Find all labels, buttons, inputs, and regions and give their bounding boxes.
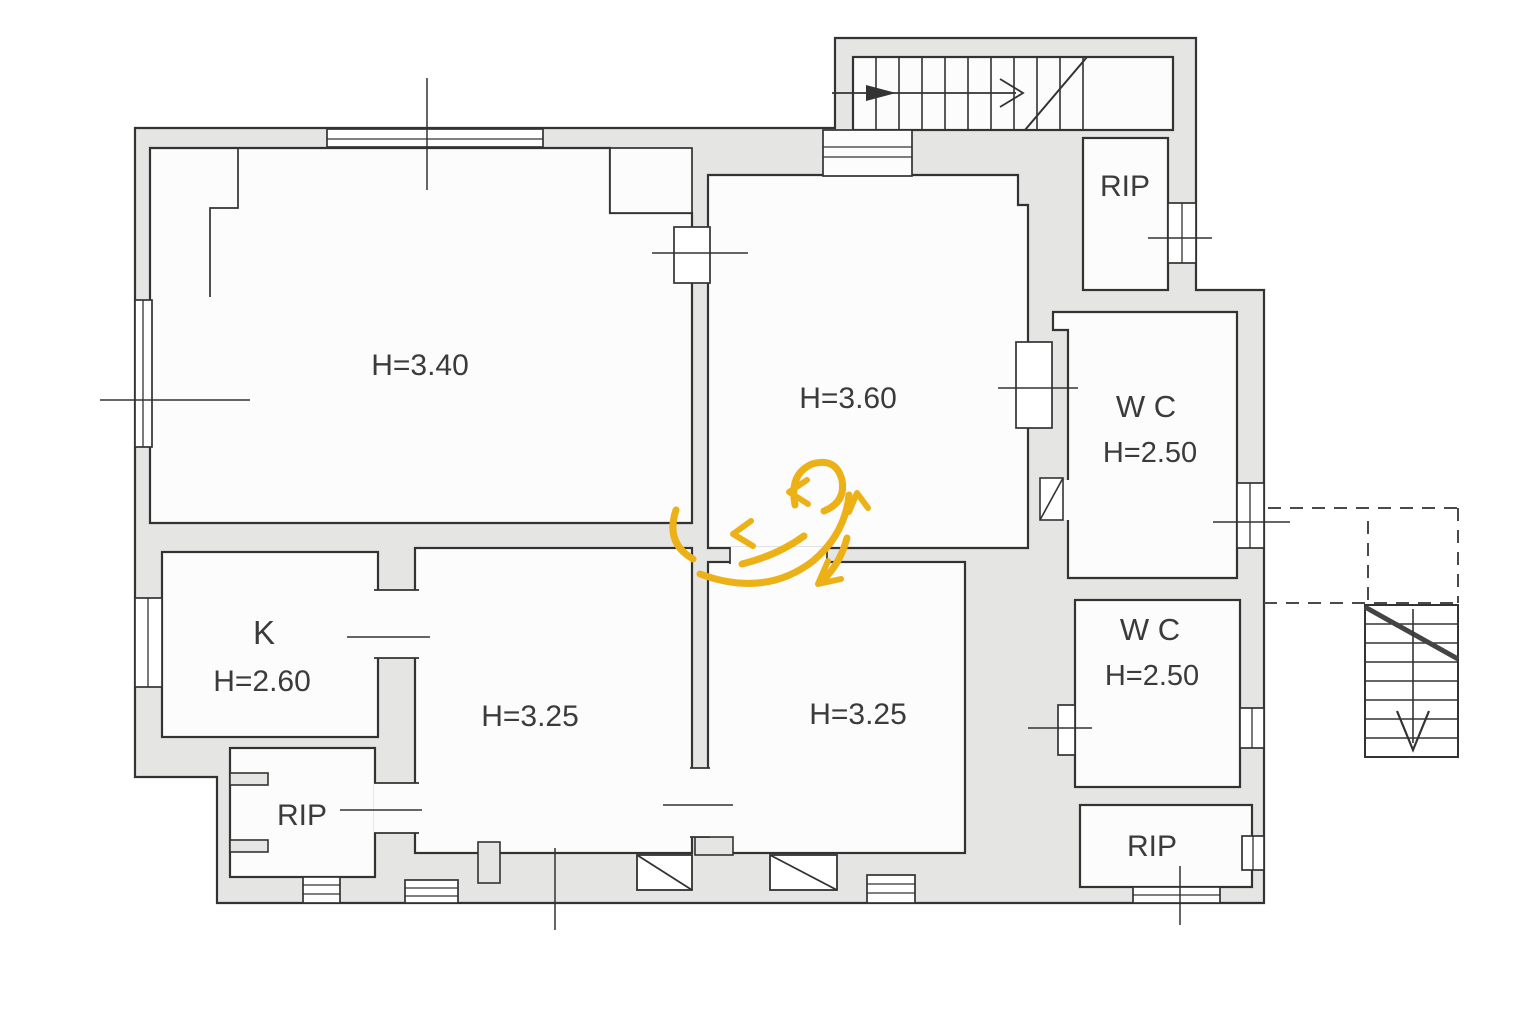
stair-right-diagonal: [1363, 604, 1460, 662]
scribble-down-stroke: [819, 534, 851, 584]
window-left-living: [134, 299, 153, 448]
stair-right-arrow: [1395, 710, 1431, 753]
window-bottom-2: [404, 879, 459, 904]
room-bottom-right: [706, 560, 967, 855]
label-wc-bottom: W C: [1120, 612, 1180, 647]
room-living-step-lines: [209, 148, 239, 297]
window-bottom-3: [866, 874, 916, 904]
label-storage-bottom-left: RIP: [277, 799, 327, 832]
scribble-arc-left: [669, 506, 697, 563]
windows: [134, 128, 1265, 904]
stair-arrow-head: [866, 85, 896, 101]
staircase-right: [1264, 507, 1460, 758]
door-between-bottom-rooms: [690, 767, 710, 838]
label-kitchen-height: H=2.60: [213, 665, 311, 698]
label-room-bottom-right-height: H=3.25: [809, 698, 907, 731]
storage-wall-tab-upper: [229, 772, 269, 786]
window-wc-top-right: [1236, 482, 1265, 549]
room-storage-bottom-left: [228, 746, 377, 879]
wall-pillar-center: [694, 836, 734, 856]
window-left-kitchen: [134, 597, 163, 688]
room-bottom-left: [413, 546, 694, 855]
window-storage-top-right: [1167, 202, 1197, 264]
room-bedroom: [706, 173, 1030, 550]
door-wc-top: [1039, 477, 1076, 521]
balcony-dashed-outline: [1264, 507, 1459, 604]
label-wc-top: W C: [1116, 389, 1176, 424]
yellow-scribble-annotation: [669, 458, 871, 587]
room-storage-top-right: [1081, 136, 1170, 292]
staircase-top: [832, 56, 1088, 131]
scribble-arrowhead-left: [730, 518, 756, 549]
room-labels: H=3.40 H=3.60 RIP W C H=2.50 K H=2.60 H=…: [213, 170, 1199, 863]
room-living-corner-recess: [609, 147, 693, 214]
stair-diagonal: [1024, 56, 1088, 131]
window-storage-bottom-right: [1241, 835, 1265, 871]
stair-break-chevron: [999, 78, 1025, 108]
label-kitchen: K: [253, 614, 275, 651]
rooms: [148, 55, 1254, 889]
room-wc-top: [1051, 310, 1239, 580]
room-storage-bottom-right: [1078, 803, 1254, 889]
door-entrance-stairs: [822, 129, 913, 177]
label-bedroom-height: H=3.60: [799, 382, 897, 415]
doors: [374, 129, 1076, 891]
door-storage-bottom-left: [374, 782, 419, 834]
label-storage-top-right: RIP: [1100, 170, 1150, 203]
room-kitchen: [160, 550, 380, 739]
dimension-lines: [100, 78, 1290, 930]
label-wc-top-height: H=2.50: [1103, 437, 1197, 469]
scribble-arrowhead-loop: [786, 477, 811, 507]
niche-living-bedroom: [673, 226, 711, 284]
window-top-wall: [326, 128, 544, 148]
scribble-loop: [790, 458, 847, 515]
label-room-bottom-left-height: H=3.25: [481, 700, 579, 733]
door-leaf-bottom-left: [636, 854, 693, 891]
room-wc-bottom: [1073, 598, 1242, 789]
stair-right-treads: [1365, 623, 1458, 739]
scribble-swoosh: [696, 491, 853, 587]
door-kitchen: [374, 589, 419, 659]
label-wc-bottom-height: H=2.50: [1105, 660, 1199, 692]
door-leaf-bottom-right: [769, 854, 838, 891]
storage-wall-tab-lower: [229, 839, 269, 853]
label-storage-bottom-right: RIP: [1127, 830, 1177, 863]
niche-bedroom-wc: [1015, 341, 1053, 429]
scribble-hook-right: [846, 490, 871, 515]
window-wc-bottom-right: [1239, 707, 1265, 749]
opening-storage-bottom: [1132, 886, 1221, 904]
scribble-arrowhead-down: [815, 558, 844, 587]
wall-pillar-bottom: [477, 841, 501, 884]
window-bottom-1: [302, 876, 341, 904]
window-wc-bottom-left: [1057, 704, 1076, 756]
scribble-inner-stroke: [738, 532, 808, 568]
label-living-height: H=3.40: [371, 349, 469, 382]
